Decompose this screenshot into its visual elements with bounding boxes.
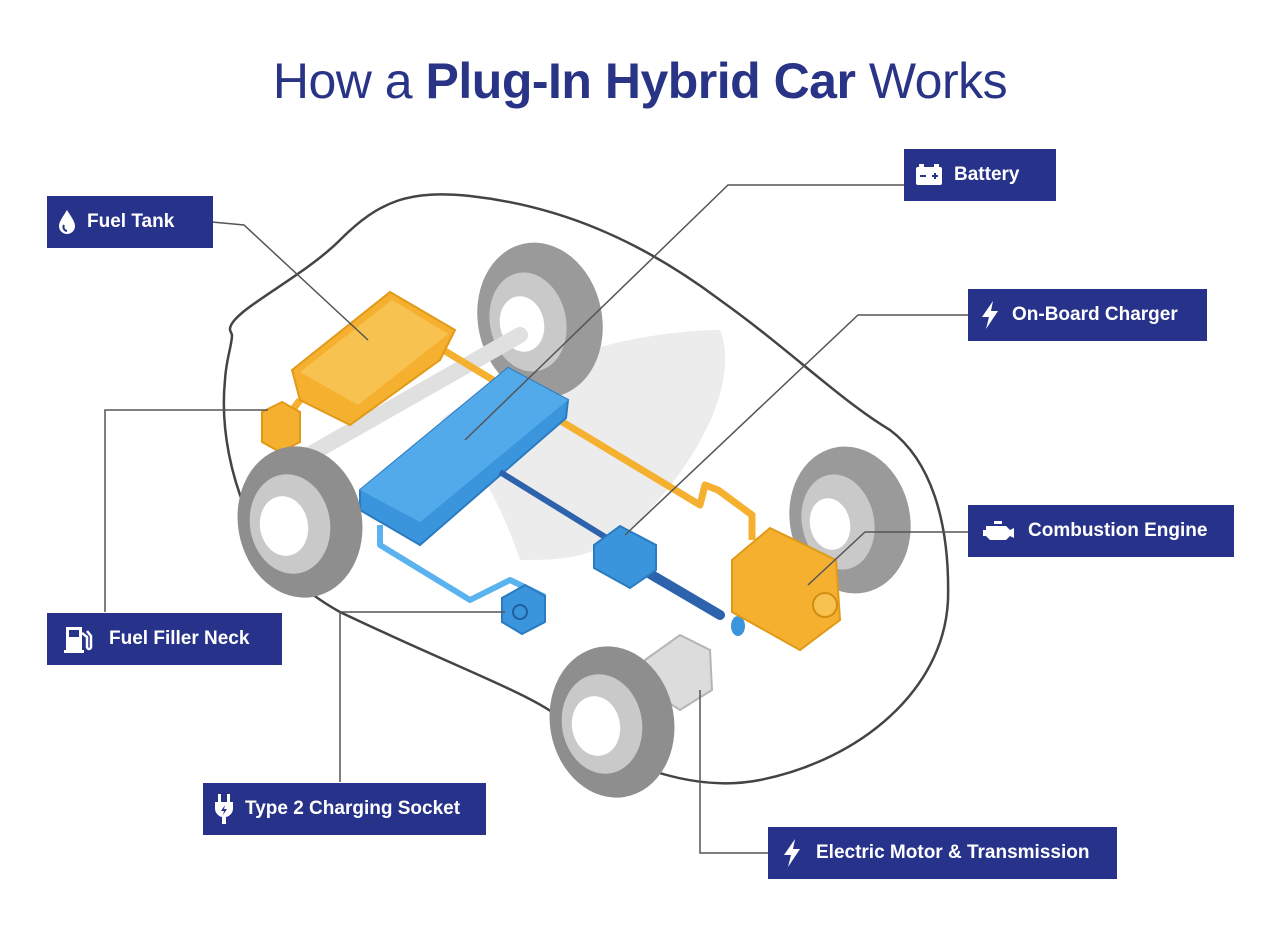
fuel-pump-icon	[47, 613, 109, 665]
label-combustion-engine-text: Combustion Engine	[1028, 520, 1208, 541]
leader-combustion-engine	[807, 531, 968, 586]
engine-icon	[968, 505, 1028, 557]
label-fuel-tank-text: Fuel Tank	[87, 211, 175, 232]
label-onboard-charger: On-Board Charger	[968, 289, 1207, 341]
motor-shaft	[635, 563, 725, 620]
leader-charging-socket	[339, 611, 505, 782]
charging-socket-part	[501, 583, 546, 636]
label-fuel-filler-neck: Fuel Filler Neck	[47, 613, 282, 665]
title-prefix: How a	[272, 53, 413, 109]
label-electric-motor: Electric Motor & Transmission	[768, 827, 1117, 879]
lightning-icon	[768, 827, 816, 879]
leader-battery	[464, 184, 904, 441]
label-electric-motor-text: Electric Motor & Transmission	[816, 842, 1090, 863]
title-suffix: Works	[868, 53, 1008, 109]
motor-connector	[731, 616, 745, 636]
page-title: How a Plug-In Hybrid Car Works	[0, 52, 1280, 110]
combustion-engine-part	[731, 526, 842, 652]
label-combustion-engine: Combustion Engine	[968, 505, 1234, 557]
fuel-line	[438, 345, 756, 540]
battery-icon	[904, 149, 954, 201]
leader-lines	[104, 184, 968, 854]
label-battery: Battery	[904, 149, 1056, 201]
charging-cable	[377, 525, 547, 603]
leader-fuel-tank	[211, 221, 369, 341]
lightning-icon	[968, 289, 1012, 341]
label-battery-text: Battery	[954, 164, 1020, 185]
fuel-filler-neck-part	[261, 400, 301, 454]
leader-fuel-filler-neck	[104, 409, 268, 612]
rear-left-wheel	[237, 446, 363, 598]
label-onboard-charger-text: On-Board Charger	[1012, 304, 1178, 325]
front-left-wheel	[549, 646, 675, 798]
onboard-charger-part	[593, 524, 657, 590]
droplet-icon	[47, 196, 87, 248]
leader-electric-motor	[699, 690, 768, 854]
fuel-tank	[290, 290, 457, 427]
plug-icon	[203, 783, 245, 835]
label-charging-socket-text: Type 2 Charging Socket	[245, 798, 461, 819]
label-fuel-tank: Fuel Tank	[47, 196, 213, 248]
rear-axle	[292, 327, 528, 468]
charger-cable	[498, 469, 612, 543]
title-emphasis: Plug-In Hybrid Car	[425, 53, 856, 109]
leader-onboard-charger	[624, 314, 968, 536]
label-charging-socket: Type 2 Charging Socket	[203, 783, 486, 835]
label-fuel-filler-neck-text: Fuel Filler Neck	[109, 628, 250, 649]
